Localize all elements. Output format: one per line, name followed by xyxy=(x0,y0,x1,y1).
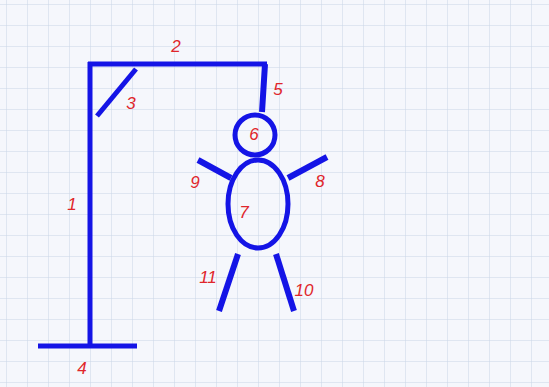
left-arm xyxy=(198,160,231,178)
callout-number: 6 xyxy=(249,126,258,143)
right-leg xyxy=(276,254,294,311)
callout-number: 5 xyxy=(273,81,282,98)
gallows-beam xyxy=(88,62,267,67)
rope xyxy=(262,64,265,112)
callout-number: 4 xyxy=(77,360,86,377)
left-leg xyxy=(219,254,238,311)
callout-number: 9 xyxy=(190,174,199,191)
callout-number: 10 xyxy=(295,282,314,299)
callout-number: 3 xyxy=(126,95,135,112)
gallows-base xyxy=(38,344,137,349)
callout-number: 2 xyxy=(171,38,180,55)
callout-number: 8 xyxy=(315,173,324,190)
gallows-post xyxy=(88,62,93,346)
callout-number: 11 xyxy=(199,269,217,286)
callout-number: 7 xyxy=(239,204,248,221)
gallows-brace xyxy=(97,69,136,116)
callout-number: 1 xyxy=(67,196,76,213)
head xyxy=(235,115,275,155)
body xyxy=(228,160,288,248)
